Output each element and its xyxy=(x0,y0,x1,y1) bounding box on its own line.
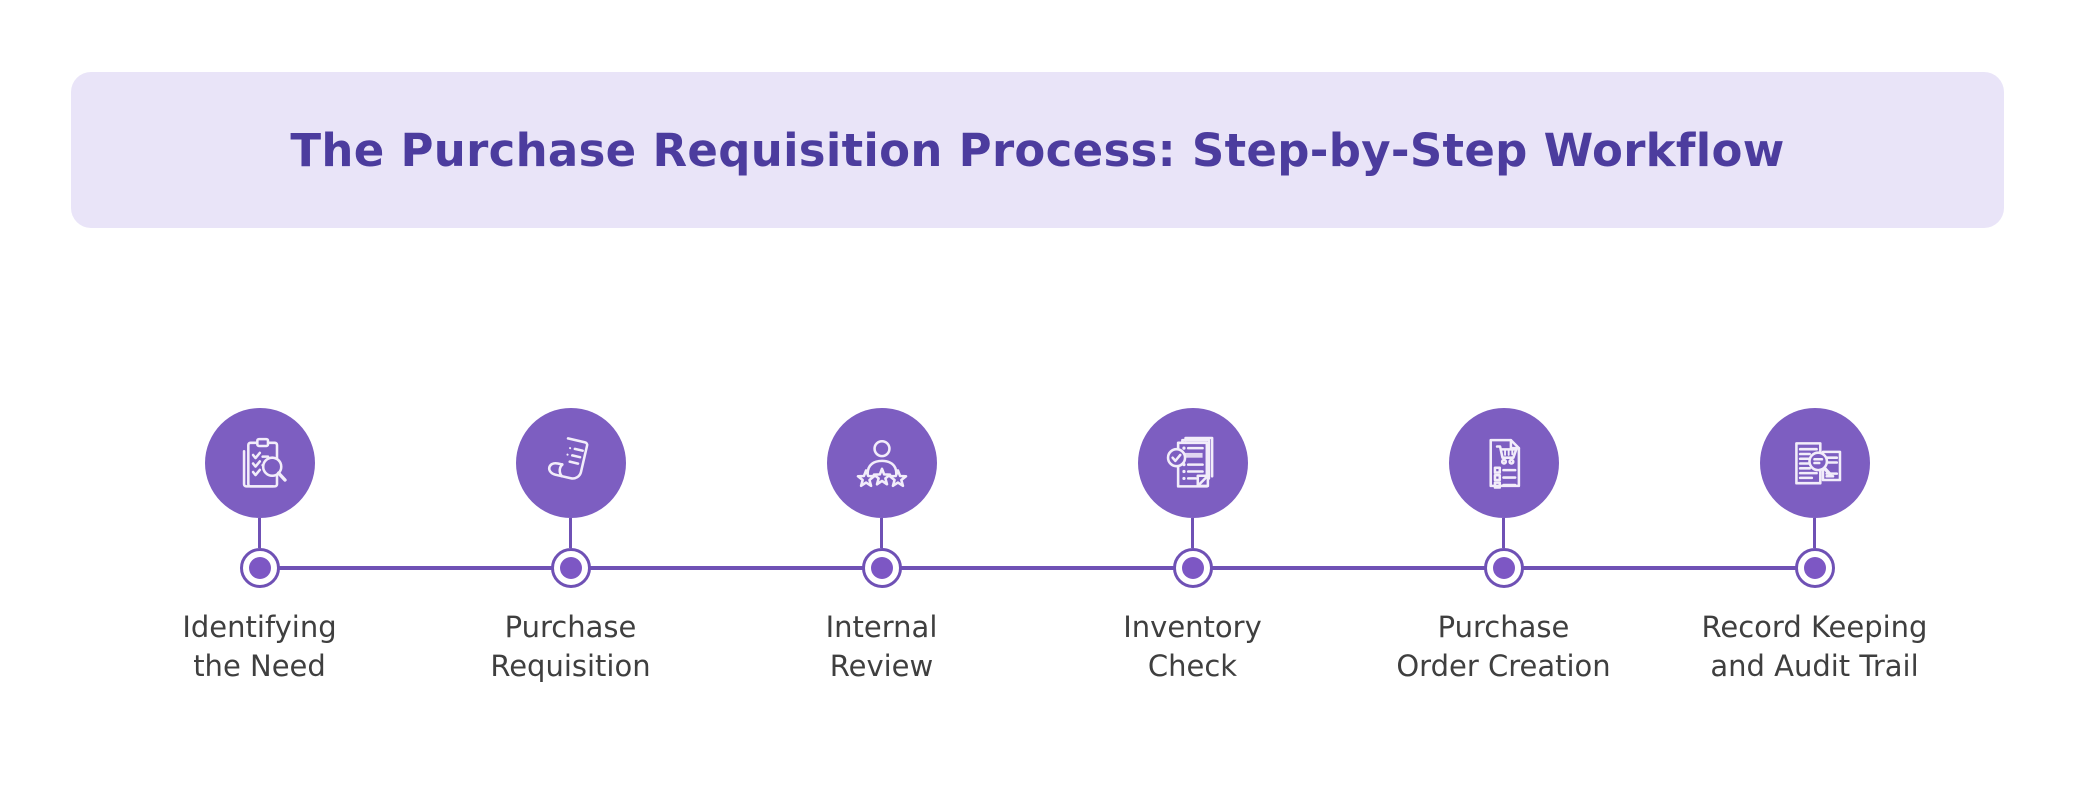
step-icon-bubble xyxy=(515,408,626,518)
step-connector-line xyxy=(1501,518,1506,548)
person-rating-stars-icon xyxy=(848,429,916,497)
step-connector-line xyxy=(1812,518,1817,548)
timeline-node xyxy=(1794,548,1835,588)
page-title: The Purchase Requisition Process: Step-b… xyxy=(290,123,1785,177)
step-icon-bubble xyxy=(1448,408,1559,518)
timeline-node xyxy=(550,548,591,588)
timeline-node xyxy=(861,548,902,588)
audit-documents-magnifier-icon xyxy=(1781,429,1849,497)
step-icon-bubble xyxy=(1759,408,1870,518)
step-icon-bubble xyxy=(1137,408,1248,518)
step-icon-bubble xyxy=(826,408,937,518)
inventory-checklist-check-icon xyxy=(1159,429,1227,497)
step-connector-line xyxy=(1190,518,1195,548)
timeline-line xyxy=(259,566,1815,570)
step-icon-bubble xyxy=(204,408,315,518)
step-connector-line xyxy=(257,518,262,548)
timeline-node-dot xyxy=(559,557,582,579)
timeline-node-dot xyxy=(1181,557,1204,579)
timeline-node xyxy=(239,548,280,588)
clipboard-checklist-magnifier-icon xyxy=(226,429,294,497)
requisition-document-icon xyxy=(537,429,605,497)
timeline-node-dot xyxy=(870,557,893,579)
step-connector-line xyxy=(568,518,573,548)
purchase-order-cart-icon xyxy=(1470,429,1538,497)
timeline-node xyxy=(1172,548,1213,588)
title-banner: The Purchase Requisition Process: Step-b… xyxy=(71,72,2004,228)
timeline-node-dot xyxy=(1492,557,1515,579)
timeline-node xyxy=(1483,548,1524,588)
timeline-node-dot xyxy=(1803,557,1826,579)
step-connector-line xyxy=(879,518,884,548)
timeline-node-dot xyxy=(248,557,271,579)
